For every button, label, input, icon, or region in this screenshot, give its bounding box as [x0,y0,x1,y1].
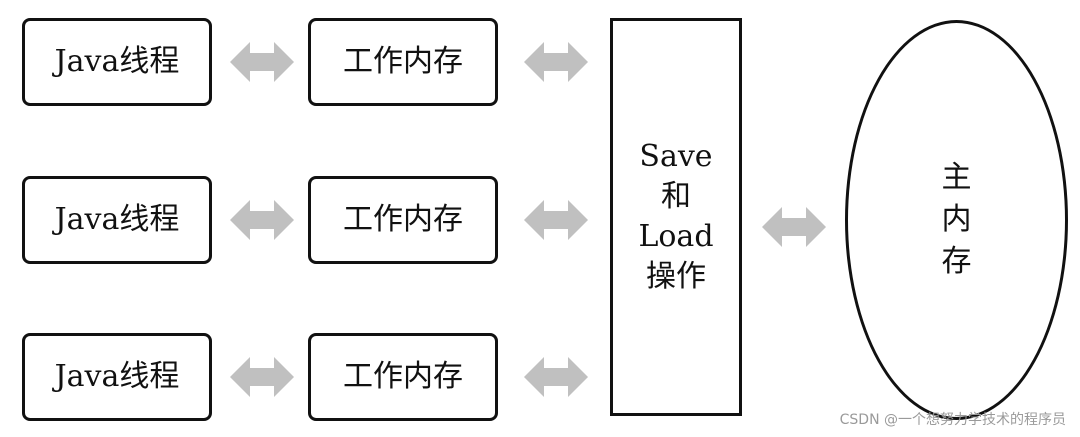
java-thread-box-1: Java线程 [22,18,212,106]
double-arrow-icon [524,40,588,84]
java-thread-label: Java线程 [54,44,180,79]
double-arrow-icon [524,198,588,242]
operations-line: Load [638,219,714,254]
watermark-text: CSDN @一个想努力学技术的程序员 [839,412,1066,428]
double-arrow-icon [230,198,294,242]
working-memory-label: 工作内存 [343,44,463,79]
java-thread-box-3: Java线程 [22,333,212,421]
main-memory-line: 主 [941,160,972,195]
double-arrow-icon [230,355,294,399]
double-arrow-icon [524,355,588,399]
main-memory-line: 存 [941,244,972,279]
java-thread-label: Java线程 [54,202,180,237]
working-memory-label: 工作内存 [343,202,463,237]
operations-line: Save [639,139,713,174]
operations-line: 和 [661,179,691,214]
main-memory-line: 内 [941,202,972,237]
java-thread-box-2: Java线程 [22,176,212,264]
double-arrow-icon [230,40,294,84]
working-memory-box-3: 工作内存 [308,333,498,421]
save-load-operations-box: Save 和 Load 操作 [610,18,742,416]
double-arrow-icon [762,205,826,249]
operations-line: 操作 [646,259,706,294]
working-memory-box-1: 工作内存 [308,18,498,106]
working-memory-box-2: 工作内存 [308,176,498,264]
working-memory-label: 工作内存 [343,359,463,394]
main-memory-ellipse: 主 内 存 [845,20,1068,420]
java-thread-label: Java线程 [54,359,180,394]
